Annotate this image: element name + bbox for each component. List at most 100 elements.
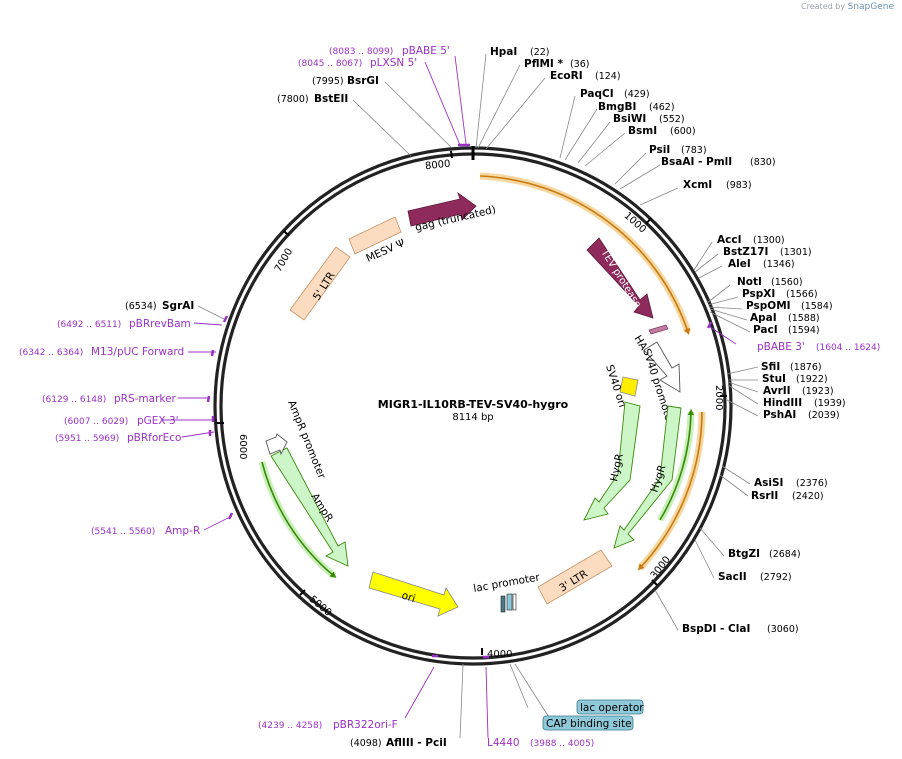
enzyme-bstz17i: BstZ17I (723, 246, 768, 258)
enzyme-paci-pos: (1594) (788, 325, 820, 336)
enzyme-sacii-pos: (2792) (760, 572, 792, 583)
enzyme-avrii-pos: (1923) (802, 386, 834, 397)
feature-ltr5 (289, 246, 351, 321)
enzyme-pshai: PshAI (763, 409, 796, 421)
enzyme-paqci: PaqCI (580, 88, 614, 100)
enzyme-bsrgi: BsrGI (347, 75, 379, 87)
box-cap-binding-site (542, 715, 634, 731)
feature-ampr-promoter (265, 433, 288, 456)
primer-amp-r-pos: (5541 .. 5560) (91, 527, 155, 537)
tick-label-2000: 2000 (713, 385, 724, 410)
enzyme-alei-pos: (1346) (763, 259, 795, 270)
label-hygr-inner: HygR (608, 453, 626, 483)
enzyme-hpai: HpaI (490, 46, 517, 58)
primer-pbr322ori: pBR322ori-F (333, 719, 398, 731)
primer-amp-r: Amp-R (165, 525, 200, 537)
primer-pbabe5-pos: (8083 .. 8099) (329, 47, 393, 57)
enzyme-ecori: EcoRI (550, 70, 583, 82)
enzyme-alei: AleI (728, 258, 751, 270)
enzyme-xcmi: XcmI (683, 179, 712, 191)
enzyme-bspdi-clai-pos: (3060) (767, 624, 799, 635)
credit-prefix: Created by (801, 2, 846, 11)
enzyme-acci-pos: (1300) (753, 235, 785, 246)
tick-marks (217, 150, 727, 655)
enzyme-bstz17i-pos: (1301) (780, 247, 812, 258)
enzyme-leaders-left (197, 81, 553, 739)
enzyme-noti-pos: (1560) (771, 277, 803, 288)
feature-sv40-promoter (643, 341, 681, 393)
enzyme-afliii-pcii: AflIII - PciI (386, 737, 447, 749)
orf-outer-top-glow (479, 172, 692, 334)
snapgene-credit: Created by SnapGene (801, 2, 894, 12)
enzyme-afliii-pcii-pos: (4098) (350, 738, 382, 749)
primer-pbrforeco: pBRforEco (127, 432, 181, 444)
orf-outer-right (637, 411, 703, 571)
enzyme-bsteii: BstEII (314, 93, 348, 105)
enzyme-bsaai-pmli-pos: (830) (750, 157, 776, 168)
enzyme-avrii: AvrII (763, 385, 791, 397)
primer-pbabe3: pBABE 3' (757, 341, 805, 353)
tick-label-4000: 4000 (487, 649, 512, 660)
enzyme-sgrai-pos: (6534) (125, 301, 157, 312)
enzyme-acci: AccI (717, 234, 741, 246)
enzyme-paci: PacI (753, 324, 778, 336)
enzyme-btgzi-pos: (2684) (769, 549, 801, 560)
feature-hygr-outer (613, 405, 682, 549)
primer-plxsn5-pos: (8045 .. 8067) (298, 59, 362, 69)
primer-pgex3: pGEX 3' (137, 415, 179, 427)
enzyme-bmgbi-pos: (462) (649, 102, 675, 113)
enzyme-apai: ApaI (750, 312, 777, 324)
enzyme-sfii: SfiI (761, 361, 780, 373)
enzyme-pspomi: PspOMI (746, 300, 791, 312)
primer-pbrrevbam-pos: (6492 .. 6511) (57, 320, 121, 330)
enzyme-bsrgi-pos: (7995) (312, 76, 344, 87)
enzyme-bsaai-pmli: BsaAI - PmlI (661, 156, 732, 168)
primer-pbrrevbam: pBRrevBam (129, 318, 191, 330)
box-lac-operator (576, 699, 644, 715)
orf-outer-top (479, 175, 691, 336)
enzyme-stui: StuI (762, 373, 786, 385)
enzyme-pspxi-pos: (1566) (786, 289, 818, 300)
enzyme-leaders-right (475, 53, 759, 631)
primer-prs-marker-pos: (6129 .. 6148) (42, 395, 106, 405)
enzyme-bsteii-pos: (7800) (277, 94, 309, 105)
label-lac-operator: lac operator (580, 702, 644, 714)
primer-pbr322ori-pos: (4239 .. 4258) (258, 721, 322, 731)
label-ori: ori (400, 589, 417, 605)
enzyme-paqci-pos: (429) (624, 89, 650, 100)
enzyme-bspdi-clai: BspDI - ClaI (682, 623, 750, 635)
enzyme-sacii: SacII (718, 571, 747, 583)
feature-hygr-inner (583, 401, 641, 521)
tick-label-6000: 6000 (237, 434, 248, 459)
feature-tev-protease (586, 237, 654, 319)
primer-pbrforeco-pos: (5951 .. 5969) (55, 434, 119, 444)
feature-ori (368, 571, 459, 617)
primer-leaders (162, 55, 737, 739)
enzyme-ecori-pos: (124) (595, 71, 621, 82)
primer-l4440: L4440 (487, 737, 520, 749)
primer-m13-pos: (6342 .. 6364) (19, 348, 83, 358)
label-tev-protease: TEV protease (598, 247, 643, 310)
enzyme-btgzi: BtgZI (728, 548, 760, 560)
primer-marks (206, 143, 713, 659)
enzyme-hpai-pos: (22) (530, 47, 550, 58)
enzyme-hindiii-pos: (1939) (814, 398, 846, 409)
primer-pgex3-pos: (6007 .. 6029) (64, 417, 128, 427)
enzyme-pspxi: PspXI (742, 288, 775, 300)
enzyme-bmgbi: BmgBI (598, 101, 636, 113)
plasmid-length: 8114 bp (452, 412, 493, 423)
primer-plxsn5: pLXSN 5' (370, 57, 417, 69)
feature-ha (648, 324, 669, 335)
label-lac-promoter: lac promoter (472, 571, 541, 595)
enzyme-pspomi-pos: (1584) (801, 301, 833, 312)
feature-lac-promoter (500, 593, 517, 613)
enzyme-asisi-pos: (2376) (796, 478, 828, 489)
enzyme-sfii-pos: (1876) (790, 362, 822, 373)
feature-ltr3 (537, 549, 613, 605)
enzyme-pshai-pos: (2039) (808, 410, 840, 421)
enzyme-pflmi: PflMI * (524, 58, 563, 70)
feature-mesv-psi (348, 216, 402, 255)
primer-m13: M13/pUC Forward (91, 346, 184, 358)
primer-pbabe5: pBABE 5' (402, 45, 450, 57)
orf-hygr (659, 408, 695, 521)
